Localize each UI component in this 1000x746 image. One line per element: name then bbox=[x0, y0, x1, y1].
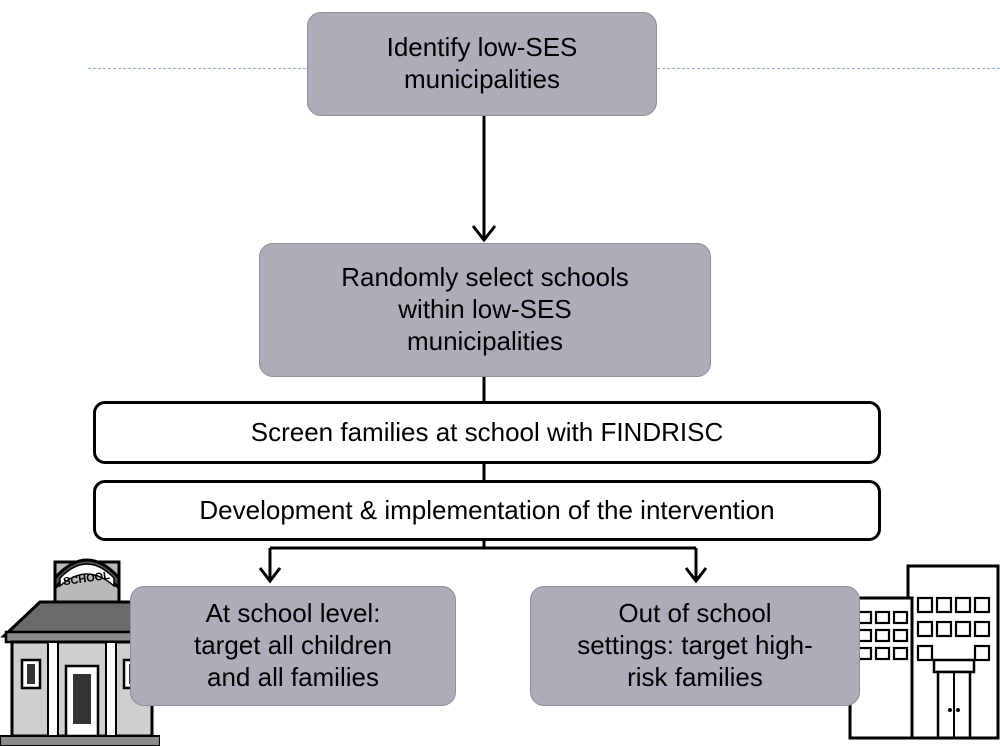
branch-school-level: At school level: target all children and… bbox=[130, 586, 456, 706]
step-development-implementation: Development & implementation of the inte… bbox=[93, 480, 881, 541]
header-dashed-line-right bbox=[657, 68, 1000, 69]
step-select-schools: Randomly select schools within low-SES m… bbox=[259, 243, 711, 377]
branch-out-of-school-text: Out of school settings: target high- ris… bbox=[577, 598, 813, 692]
step-identify-municipalities: Identify low-SES municipalities bbox=[307, 12, 657, 116]
arrowhead-left-branch bbox=[258, 567, 282, 584]
step-screen-families-text: Screen families at school with FINDRISC bbox=[250, 416, 724, 447]
step-screen-families: Screen families at school with FINDRISC bbox=[93, 401, 881, 464]
branch-school-level-text: At school level: target all children and… bbox=[194, 598, 392, 692]
arrowhead-right-branch bbox=[684, 567, 708, 584]
branch-out-of-school: Out of school settings: target high- ris… bbox=[530, 586, 860, 706]
arrowhead-step2 bbox=[471, 225, 497, 243]
step-development-implementation-text: Development & implementation of the inte… bbox=[199, 494, 775, 525]
step-identify-municipalities-text: Identify low-SES municipalities bbox=[386, 32, 578, 94]
header-dashed-line-left bbox=[88, 68, 306, 69]
office-building-icon bbox=[848, 564, 1000, 740]
step-select-schools-text: Randomly select schools within low-SES m… bbox=[341, 262, 629, 356]
school-building-icon: SCHOOL bbox=[0, 558, 160, 746]
